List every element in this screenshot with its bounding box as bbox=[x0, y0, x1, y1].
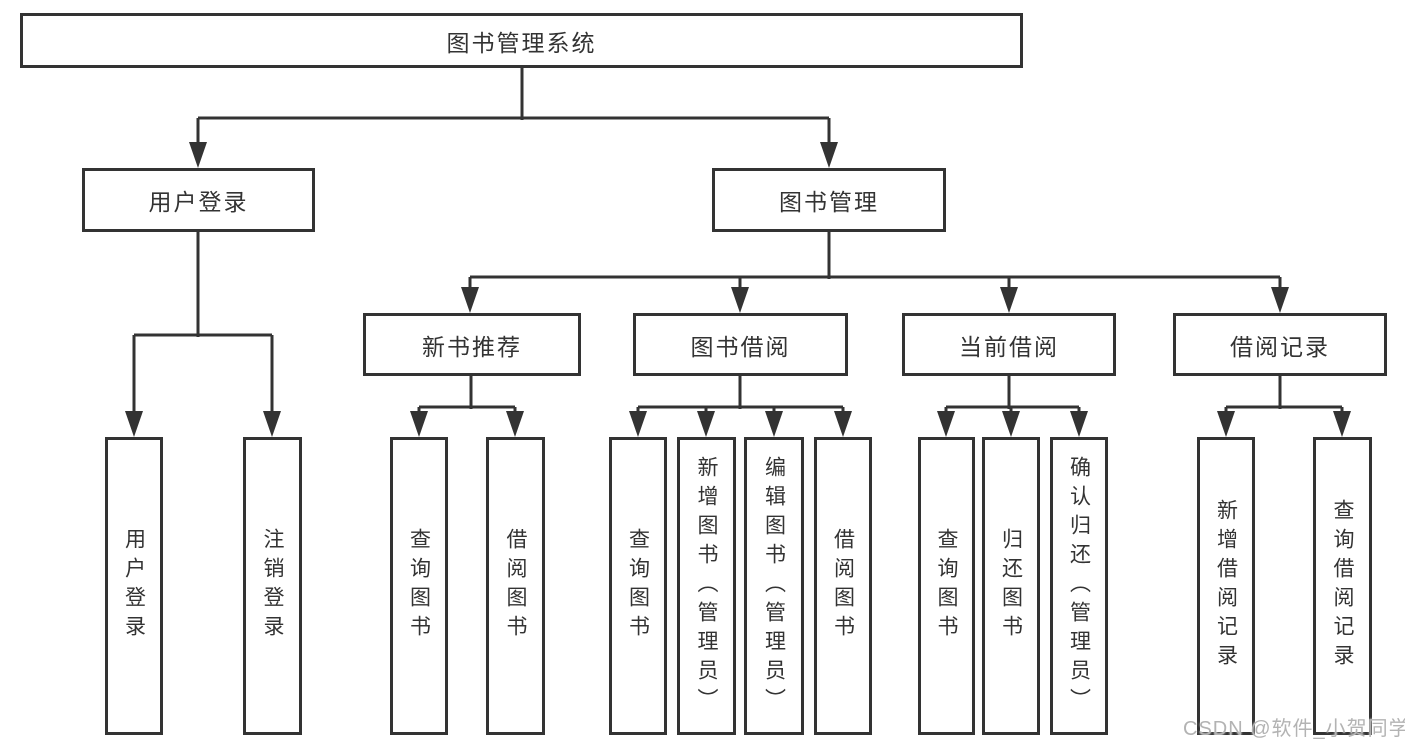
arrowheads bbox=[125, 142, 1351, 437]
leaf-add-books-admin: 新增图书（管理员） bbox=[677, 437, 736, 735]
leaf-edit-books-admin: 编辑图书（管理员） bbox=[744, 437, 804, 735]
leaf-user-login: 用户登录 bbox=[105, 437, 163, 735]
node-user-login: 用户登录 bbox=[82, 168, 315, 232]
leaf-return-books: 归还图书 bbox=[982, 437, 1040, 735]
leaf-query-borrow-record: 查询借阅记录 bbox=[1313, 437, 1372, 735]
leaf-recommend-query-books: 查询图书 bbox=[390, 437, 448, 735]
leaf-borrow-books: 借阅图书 bbox=[814, 437, 872, 735]
leaf-confirm-return-admin: 确认归还（管理员） bbox=[1050, 437, 1108, 735]
node-borrow-records: 借阅记录 bbox=[1173, 313, 1387, 376]
leaf-logout: 注销登录 bbox=[243, 437, 302, 735]
csdn-watermark: CSDN @软件_小贺同学 bbox=[1183, 718, 1405, 740]
node-current-borrow: 当前借阅 bbox=[902, 313, 1116, 376]
leaf-borrow-query-books: 查询图书 bbox=[609, 437, 667, 735]
node-root-system: 图书管理系统 bbox=[20, 13, 1023, 68]
node-book-borrow: 图书借阅 bbox=[633, 313, 848, 376]
node-new-book-recommend: 新书推荐 bbox=[363, 313, 581, 376]
node-book-management: 图书管理 bbox=[712, 168, 946, 232]
leaf-recommend-borrow-books: 借阅图书 bbox=[486, 437, 545, 735]
leaf-add-borrow-record: 新增借阅记录 bbox=[1197, 437, 1255, 735]
leaf-current-query-books: 查询图书 bbox=[918, 437, 975, 735]
